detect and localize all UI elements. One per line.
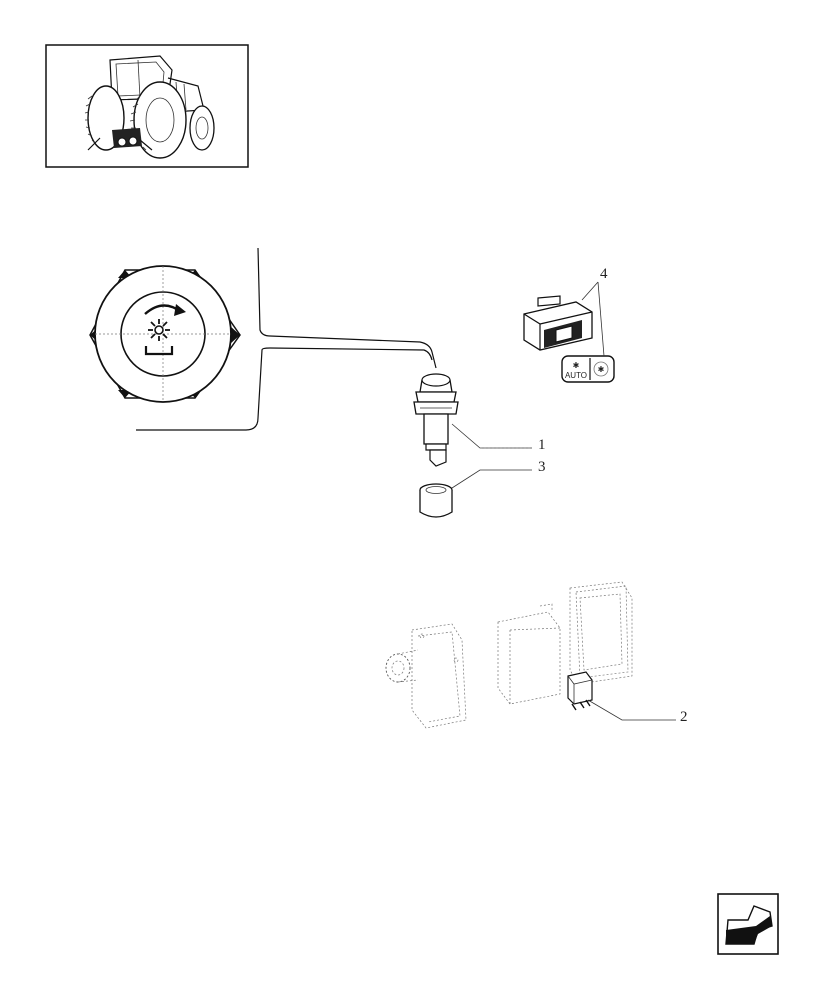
callout-3: 3 <box>538 459 546 475</box>
rocker-switch-part <box>523 295 593 351</box>
back-arrow-icon[interactable] <box>717 893 779 955</box>
callout-2: 2 <box>680 709 688 725</box>
ring-part <box>419 483 453 518</box>
callout-4: 4 <box>600 266 608 282</box>
fan-rotation-symbol-icon <box>144 304 186 356</box>
callout-1: 1 <box>538 437 546 453</box>
control-unit-housing <box>385 581 633 729</box>
svg-text:✱: ✱ <box>598 365 605 374</box>
rotary-switch-part <box>413 373 459 467</box>
relay-part <box>567 671 593 711</box>
tractor-thumbnail-icon[interactable] <box>45 44 249 168</box>
auto-label: AUTO <box>565 371 587 380</box>
control-knob-detail <box>89 265 241 403</box>
svg-text:✱: ✱ <box>573 361 580 370</box>
switch-panel: ✱ AUTO ✱ <box>561 355 615 383</box>
